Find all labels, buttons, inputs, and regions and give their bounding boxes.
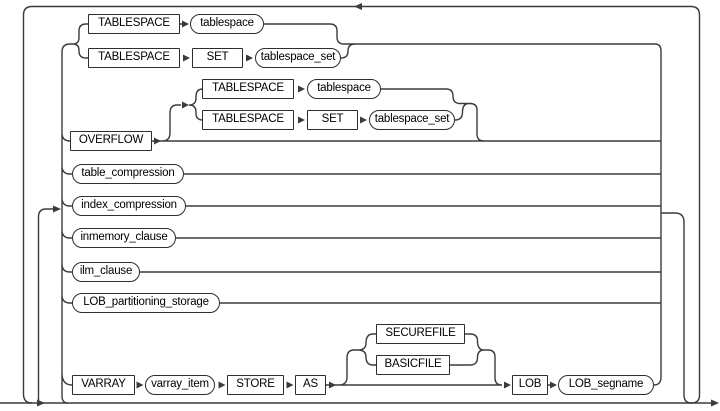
keyword-overflow: OVERFLOW (70, 131, 152, 151)
param-tablespace-1: tablespace (190, 14, 264, 34)
arrowhead-row4-a (298, 116, 305, 124)
keyword-as: AS (295, 375, 326, 395)
wire-simple-rows (140, 173, 661, 304)
keyword-tablespace-2: TABLESPACE (88, 48, 180, 68)
keyword-basicfile: BASICFILE (376, 355, 450, 375)
arrowhead-varray-a (136, 381, 144, 389)
keyword-lob: LOB (512, 375, 548, 395)
param-inmemory-clause: inmemory_clause (72, 228, 176, 248)
param-index-compression: index_compression (72, 196, 186, 216)
arrowhead-main-exit (711, 399, 719, 407)
arrowheads (37, 3, 719, 407)
arrowhead-varray-c (286, 381, 294, 389)
param-tablespace-2: tablespace (307, 79, 381, 99)
param-lob-segname: LOB_segname (558, 375, 654, 395)
arrowhead-main-entry (37, 399, 45, 407)
keyword-tablespace-1: TABLESPACE (88, 14, 180, 34)
wire-overflow-row (152, 88, 661, 142)
arrowhead-row4-b (360, 116, 367, 124)
keyword-store: STORE (227, 375, 284, 395)
keyword-securefile: SECUREFILE (376, 324, 465, 344)
arrowhead-lob-entry (504, 381, 511, 389)
keyword-set-1: SET (192, 48, 243, 68)
arrowhead-row3 (298, 85, 305, 93)
arrowhead-row1 (182, 20, 189, 28)
arrowhead-entry-stub (53, 205, 61, 213)
arrowhead-row2-a (183, 54, 190, 62)
param-ilm-clause: ilm_clause (72, 262, 140, 282)
param-lob-partitioning-storage: LOB_partitioning_storage (72, 293, 220, 313)
keyword-varray: VARRAY (72, 375, 135, 395)
keyword-tablespace-4: TABLESPACE (202, 110, 294, 130)
arrowhead-varray-b (218, 381, 226, 389)
wire-outer-loop (22, 5, 701, 404)
arrowhead-nested-entry (182, 101, 189, 109)
param-table-compression: table_compression (72, 164, 184, 184)
keyword-tablespace-3: TABLESPACE (202, 79, 294, 99)
param-varray-item: varray_item (145, 375, 215, 395)
arrowhead-overflow (154, 137, 161, 145)
arrowhead-varray-d (329, 381, 336, 389)
keyword-set-2: SET (307, 110, 358, 130)
wire-nested-merge (381, 88, 485, 142)
param-tablespace-set-1: tablespace_set (255, 48, 341, 68)
arrowhead-lob-segname (550, 381, 557, 389)
wire-entry-riser (37, 208, 53, 403)
arrowhead-loop-back (354, 3, 362, 10)
param-tablespace-set-2: tablespace_set (369, 110, 455, 130)
wire-rows12-merge (180, 23, 662, 59)
wire-varray-row (326, 333, 662, 386)
wire-left-column (61, 23, 88, 404)
arrowhead-row2-b (246, 54, 253, 62)
